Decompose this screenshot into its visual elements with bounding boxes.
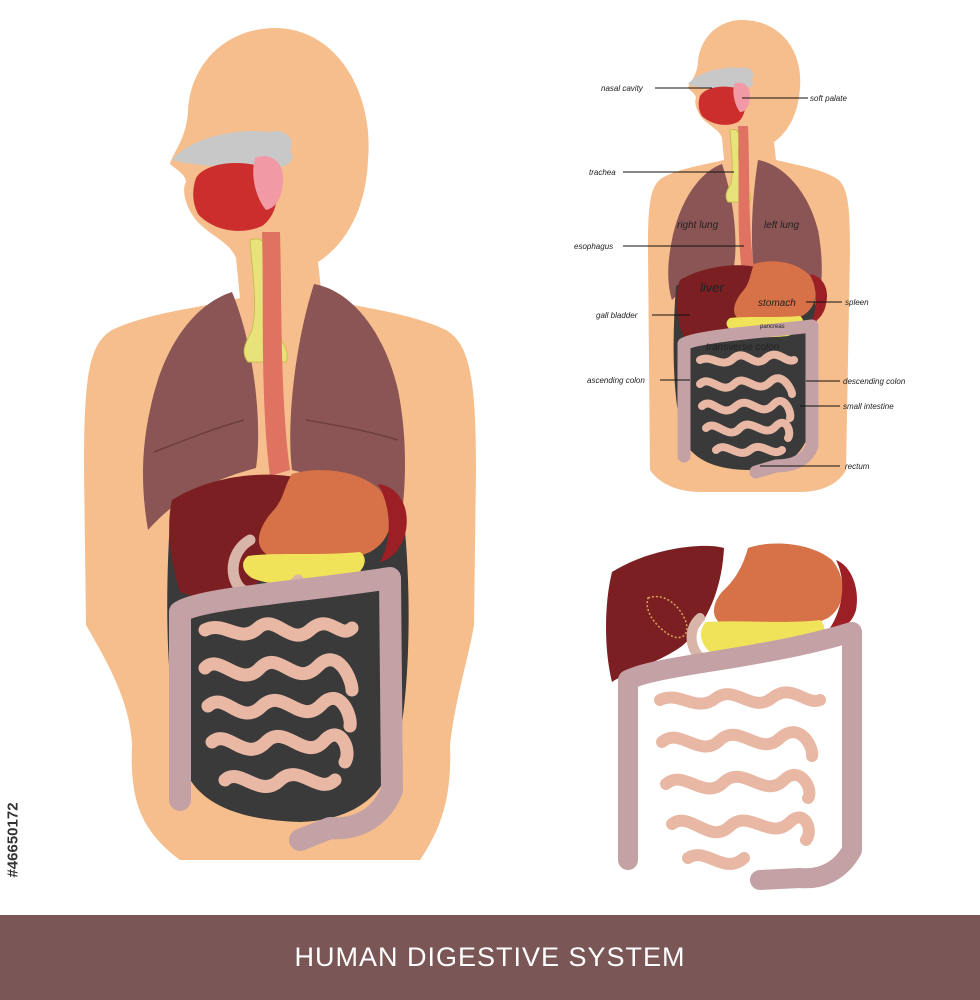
label-descending-colon: descending colon bbox=[843, 377, 906, 386]
label-soft-palate: soft palate bbox=[810, 94, 847, 103]
small-small-intestine bbox=[696, 350, 798, 457]
label-nasal-cavity: nasal cavity bbox=[601, 84, 644, 93]
organ-left-lung: left lung bbox=[764, 220, 799, 231]
iso-spleen bbox=[830, 560, 858, 629]
large-lung-lobe-line bbox=[153, 419, 245, 453]
label-esophagus: esophagus bbox=[574, 242, 613, 251]
organ-liver: liver bbox=[700, 280, 725, 295]
label-spleen: spleen bbox=[845, 298, 869, 307]
iso-stomach bbox=[713, 543, 843, 631]
organ-stomach: stomach bbox=[758, 298, 796, 309]
small-colon bbox=[677, 319, 819, 479]
organs-only-figure bbox=[606, 543, 862, 890]
large-lung-lobe-line-2 bbox=[305, 419, 399, 441]
small-right-lung bbox=[668, 164, 736, 300]
large-right-lung bbox=[143, 292, 259, 530]
page-title: HUMAN DIGESTIVE SYSTEM bbox=[294, 942, 686, 972]
large-stomach bbox=[258, 470, 391, 564]
small-esophagus bbox=[738, 126, 754, 272]
label-trachea: trachea bbox=[589, 168, 616, 177]
organ-transverse-colon: transverse colon bbox=[706, 342, 780, 353]
label-ascending-colon: ascending colon bbox=[587, 376, 645, 385]
large-spleen bbox=[378, 484, 407, 562]
stock-id-text: #46650172 bbox=[4, 802, 22, 878]
iso-colon bbox=[618, 622, 862, 890]
label-small-intestine: small intestine bbox=[843, 402, 894, 411]
small-pharynx bbox=[733, 82, 750, 112]
leader-lines bbox=[623, 87, 842, 467]
organ-pancreas: pancreas bbox=[759, 324, 785, 330]
small-spleen bbox=[810, 274, 828, 324]
iso-gallbladder bbox=[646, 595, 688, 639]
large-figure bbox=[84, 28, 476, 860]
large-esophagus bbox=[262, 232, 290, 476]
iso-small-intestine bbox=[654, 686, 826, 870]
labeled-figure: right lung left lung liver stomach pancr… bbox=[574, 20, 906, 492]
large-left-lung bbox=[290, 284, 405, 528]
label-rectum: rectum bbox=[845, 462, 870, 471]
stock-id-label: #46650172 bbox=[2, 775, 24, 905]
large-colon bbox=[169, 567, 403, 851]
footer-bar bbox=[0, 915, 980, 1000]
organ-right-lung: right lung bbox=[677, 220, 719, 231]
large-pharynx bbox=[253, 156, 284, 210]
small-stomach bbox=[734, 261, 816, 325]
iso-liver bbox=[606, 545, 724, 682]
large-small-intestine bbox=[198, 617, 359, 793]
label-gall-bladder: gall bladder bbox=[596, 311, 638, 320]
